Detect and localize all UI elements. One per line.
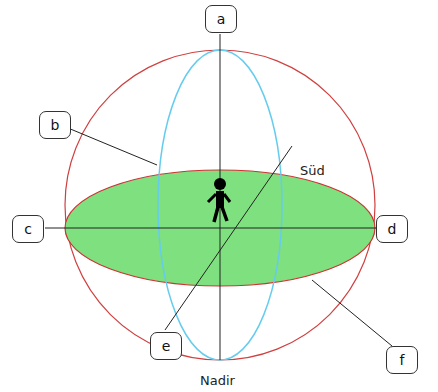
callout-letter: d [388, 222, 397, 236]
leader-line [312, 280, 392, 346]
east-west-line [45, 228, 378, 229]
callout-letter: c [24, 222, 32, 236]
leader-line [68, 128, 157, 165]
callout-box: b [39, 111, 71, 139]
callout-box: e [150, 332, 182, 360]
callout-box: f [386, 346, 418, 374]
direction-label: Süd [300, 164, 325, 177]
callout-letter: f [400, 353, 405, 367]
callout-box: c [12, 215, 44, 243]
callout-box: d [376, 215, 408, 243]
north-south-line [165, 146, 292, 330]
callout-letter: a [217, 12, 226, 26]
callout-letter: b [51, 118, 60, 132]
callout-letter: e [162, 339, 171, 353]
observer-figure [208, 178, 230, 222]
callout-box: a [205, 5, 237, 33]
nadir-label: Nadir [200, 374, 235, 387]
